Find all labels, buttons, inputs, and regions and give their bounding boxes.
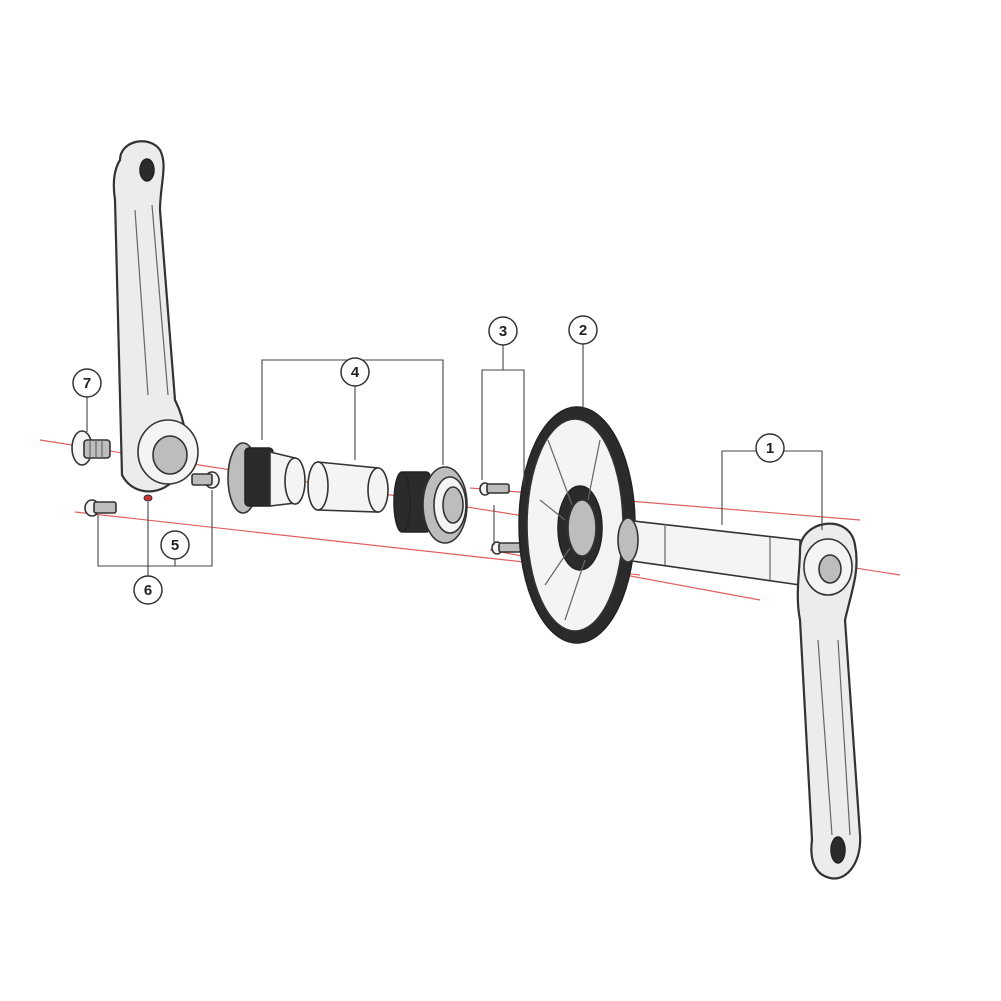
left-crank-arm: [112, 140, 199, 502]
bb-cup-left: [227, 442, 306, 514]
callout-1-label: 1: [766, 440, 774, 457]
callout-4: 4: [340, 357, 370, 387]
pinch-bolt-right: [191, 471, 220, 489]
callout-3-label: 3: [499, 323, 507, 340]
callout-1: 1: [755, 433, 785, 463]
leader-1: [721, 450, 823, 530]
chainring-bolt-top: [479, 482, 510, 496]
callout-2: 2: [568, 315, 598, 345]
leader-3: [481, 369, 525, 485]
callout-6: 6: [133, 575, 163, 605]
leader-5: [97, 490, 213, 567]
spindle: [617, 517, 801, 586]
part-5-pinch-bolts: [84, 471, 220, 517]
part-1-spindle-crank: [617, 517, 862, 880]
part-3-chainring-bolts: [479, 482, 522, 555]
part-2-chainring: [518, 406, 636, 644]
bb-cup-right: [393, 466, 468, 544]
chainring-bolt-bottom: [491, 541, 522, 555]
bb-sleeve: [307, 461, 389, 513]
pinch-bolt-left: [84, 499, 117, 517]
callout-7-label: 7: [83, 375, 91, 392]
callout-3: 3: [488, 316, 518, 346]
part-7-crank-bolt: [71, 430, 111, 466]
callout-4-label: 4: [351, 364, 360, 381]
callouts: 1 2 3 4 5 6 7: [72, 315, 785, 605]
callout-6-label: 6: [144, 582, 152, 599]
callout-7: 7: [72, 368, 102, 398]
part-4-bottom-bracket: [227, 442, 468, 544]
callout-5: 5: [160, 530, 190, 560]
right-crank-arm: [796, 522, 862, 880]
callout-2-label: 2: [579, 322, 587, 339]
callout-5-label: 5: [171, 537, 179, 554]
